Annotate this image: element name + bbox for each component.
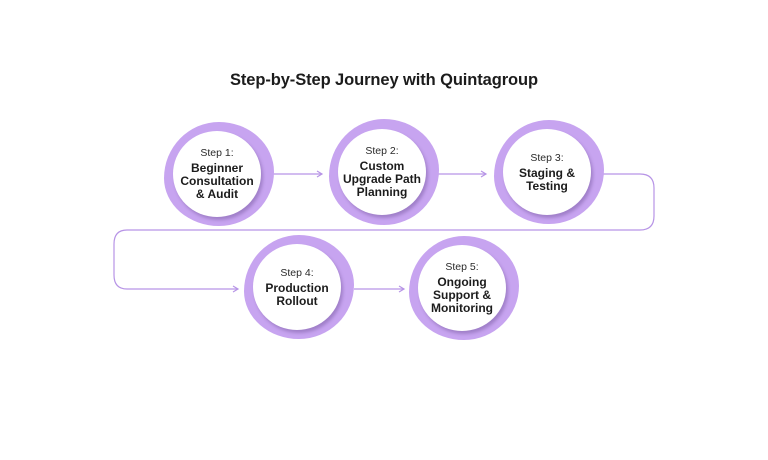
step-4: Step 4: Production Rollout: [244, 235, 354, 339]
diagram-title: Step-by-Step Journey with Quintagroup: [230, 71, 538, 89]
step-3-number: Step 3:: [530, 151, 564, 164]
step-2-circle: Step 2: Custom Upgrade Path Planning: [338, 129, 426, 215]
step-1-number: Step 1:: [200, 147, 234, 159]
step-2-number: Step 2:: [365, 145, 399, 157]
connector-3-4: [113, 173, 655, 293]
step-3-name: Staging & Testing: [519, 165, 575, 193]
step-1-circle: Step 1: Beginner Consultation & Audit: [173, 131, 261, 217]
step-4-circle: Step 4: Production Rollout: [253, 244, 341, 330]
step-3: Step 3: Staging & Testing: [494, 120, 604, 224]
step-2-name: Custom Upgrade Path Planning: [342, 159, 421, 199]
step-1: Step 1: Beginner Consultation & Audit: [164, 122, 274, 226]
step-2: Step 2: Custom Upgrade Path Planning: [329, 119, 439, 225]
step-5-number: Step 5:: [445, 261, 479, 273]
step-4-name: Production Rollout: [265, 280, 329, 308]
step-5-name: Ongoing Support & Monitoring: [431, 275, 493, 315]
step-1-name: Beginner Consultation & Audit: [180, 161, 254, 201]
step-3-circle: Step 3: Staging & Testing: [503, 129, 591, 215]
step-5-circle: Step 5: Ongoing Support & Monitoring: [418, 245, 506, 331]
step-5: Step 5: Ongoing Support & Monitoring: [409, 236, 519, 340]
step-4-number: Step 4:: [280, 266, 314, 279]
